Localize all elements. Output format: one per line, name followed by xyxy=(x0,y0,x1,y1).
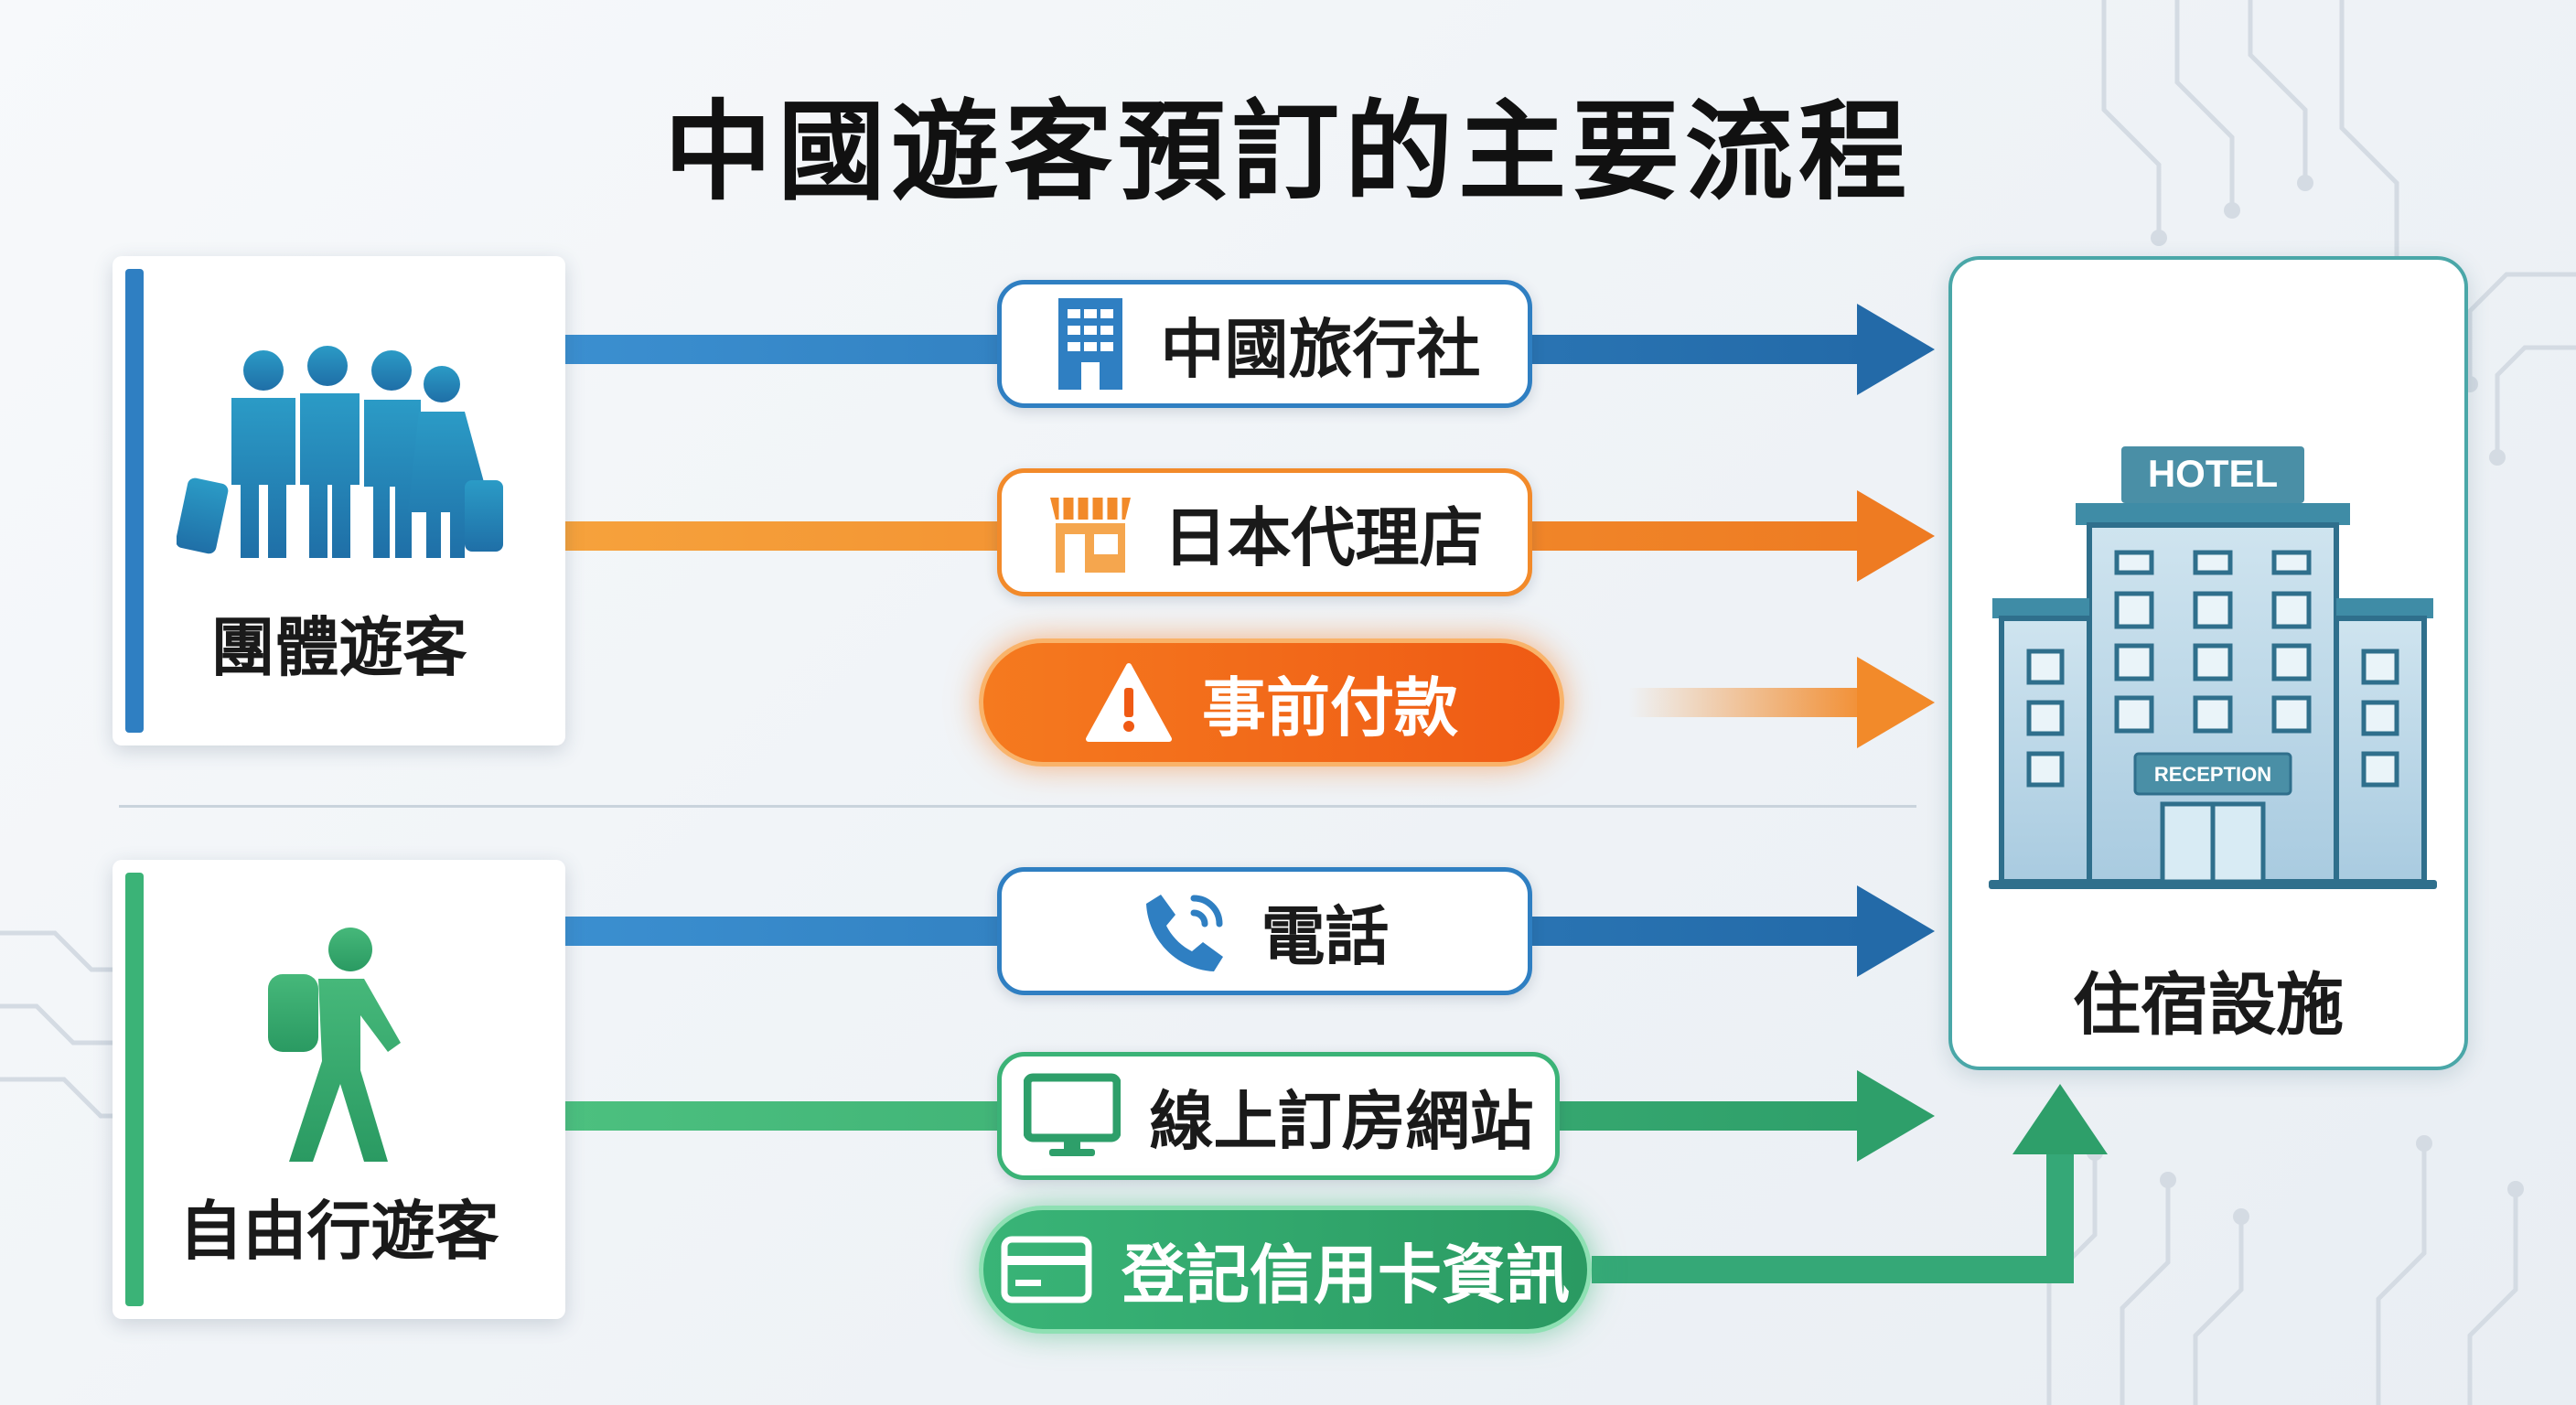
step-phone: 電話 xyxy=(997,867,1532,995)
section-divider xyxy=(119,805,1916,808)
monitor-icon xyxy=(1023,1073,1121,1156)
arrowhead-booking-site xyxy=(1857,1070,1935,1162)
step-travel-agency-label: 中國旅行社 xyxy=(1160,311,1481,387)
backpacker-icon xyxy=(268,928,401,1162)
arrowhead-prepayment xyxy=(1857,657,1935,748)
arrowhead-phone xyxy=(1857,885,1935,977)
step-booking-site-label: 線上訂房網站 xyxy=(1149,1083,1534,1159)
step-booking-site: 線上訂房網站 xyxy=(997,1052,1560,1180)
independent-tourist-panel: 自由行遊客 xyxy=(113,860,565,1319)
step-travel-agency: 中國旅行社 xyxy=(997,280,1532,408)
hotel-sign-text: HOTEL xyxy=(2148,452,2278,495)
group-tourist-label: 團體遊客 xyxy=(210,610,467,685)
reception-sign-text: RECEPTION xyxy=(2154,763,2271,786)
arrowhead-travel-agency xyxy=(1857,304,1935,395)
step-japan-agent: 日本代理店 xyxy=(997,468,1532,596)
hotel-icon: HOTEL RECEPTION xyxy=(1989,446,2437,889)
arrow-prepayment xyxy=(1628,688,1875,717)
storefront-icon xyxy=(1049,498,1131,573)
phone-icon xyxy=(1145,895,1223,971)
warning-icon xyxy=(1086,663,1172,742)
page-title: 中國遊客預訂的主要流程 xyxy=(663,89,1912,215)
group-accent-bar xyxy=(125,269,144,733)
independent-accent-bar xyxy=(125,873,144,1306)
accommodation-panel: HOTEL RECEPTION 住宿設施 xyxy=(1948,256,2468,1070)
tour-group-icon xyxy=(177,346,503,558)
step-prepayment-label: 事前付款 xyxy=(1202,670,1458,745)
group-tourist-panel: 團體遊客 xyxy=(113,256,565,745)
office-building-icon xyxy=(1057,298,1122,390)
arrow-credit-card xyxy=(1592,1143,2074,1283)
step-credit-card: 登記信用卡資訊 xyxy=(979,1206,1592,1334)
arrowhead-japan-agent xyxy=(1857,490,1935,582)
independent-tourist-label: 自由行遊客 xyxy=(178,1194,499,1269)
credit-card-icon xyxy=(1001,1236,1092,1303)
arrowhead-credit-card xyxy=(2012,1084,2108,1154)
step-prepayment: 事前付款 xyxy=(979,638,1564,767)
accommodation-label: 住宿設施 xyxy=(2073,966,2344,1045)
step-credit-card-label: 登記信用卡資訊 xyxy=(1122,1237,1570,1313)
step-phone-label: 電話 xyxy=(1261,898,1390,974)
step-japan-agent-label: 日本代理店 xyxy=(1163,499,1484,575)
